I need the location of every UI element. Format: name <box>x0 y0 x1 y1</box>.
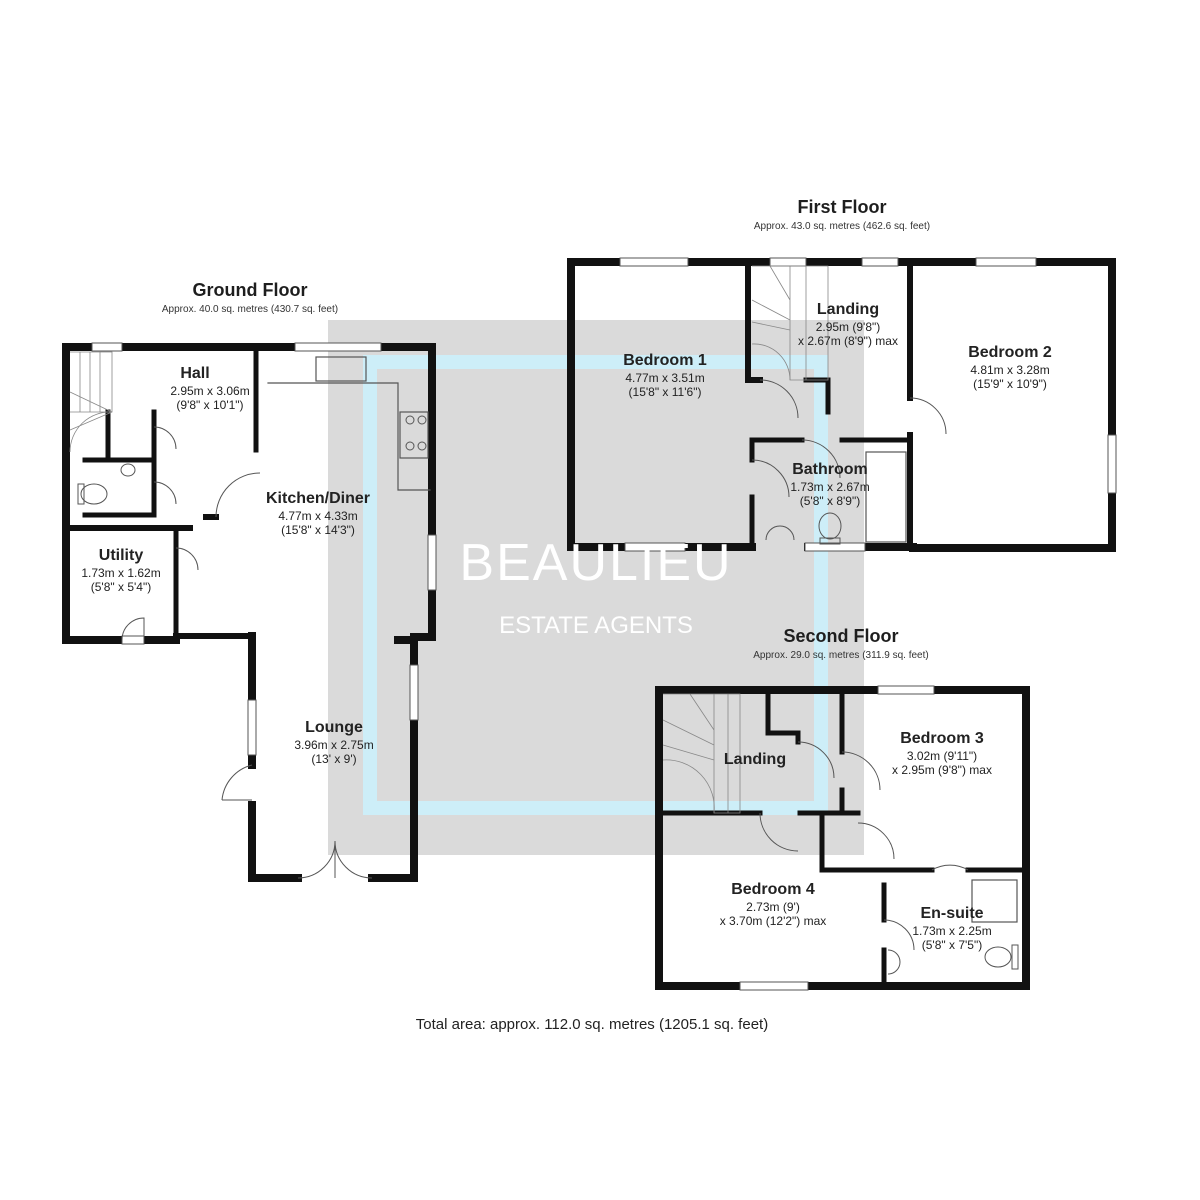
second-floor-title: Second Floor <box>783 626 899 646</box>
room-name: En-suite <box>920 905 984 922</box>
room-name: Bedroom 4 <box>731 881 815 898</box>
room-dimensions-metric: 1.73m x 2.67m <box>790 480 870 494</box>
room-dimensions-metric: 2.73m (9') <box>746 900 800 914</box>
room-name: Landing <box>723 751 787 768</box>
room-dimensions-imperial: (13' x 9') <box>311 752 357 766</box>
room-dimensions-imperial: (9'8" x 10'1") <box>176 398 244 412</box>
room-dimensions-imperial: x 2.95m (9'8") max <box>892 763 992 777</box>
windows <box>91 257 1117 991</box>
watermark-frame <box>363 355 828 815</box>
room-dimensions-metric: 1.73m x 1.62m <box>81 566 161 580</box>
room-lounge: Lounge 3.96m x 2.75m (13' x 9') <box>256 718 412 766</box>
room-bedroom-2: Bedroom 2 4.81m x 3.28m (15'9" x 10'9") <box>930 343 1090 391</box>
staircases <box>69 265 829 814</box>
room-dimensions-imperial: (5'8" x 8'9") <box>799 494 861 508</box>
first-floor-title: First Floor <box>797 197 887 217</box>
room-name: Lounge <box>305 719 363 736</box>
room-dimensions-imperial: (5'8" x 7'5") <box>921 938 983 952</box>
room-bedroom-4: Bedroom 4 2.73m (9') x 3.70m (12'2") max <box>688 880 858 928</box>
room-dimensions-metric: 2.95m x 3.06m <box>170 384 250 398</box>
room-dimensions-metric: 3.02m (9'11") <box>906 749 978 763</box>
room-name: Landing <box>816 301 880 318</box>
room-bedroom-1: Bedroom 1 4.77m x 3.51m (15'8" x 11'6") <box>580 351 750 399</box>
room-kitchen-diner: Kitchen/Diner 4.77m x 4.33m (15'8" x 14'… <box>238 489 398 537</box>
first-floor-area: Approx. 43.0 sq. metres (462.6 sq. feet) <box>753 221 931 232</box>
room-dimensions-imperial: (5'8" x 5'4") <box>90 580 152 594</box>
watermark-brand: BEAULIEU <box>459 534 733 592</box>
room-dimensions-imperial: (15'8" x 11'6") <box>628 385 702 399</box>
room-utility: Utility 1.73m x 1.62m (5'8" x 5'4") <box>66 546 176 594</box>
room-bedroom-3: Bedroom 3 3.02m (9'11") x 2.95m (9'8") m… <box>862 729 1022 777</box>
ground-floor-title: Ground Floor <box>192 280 308 300</box>
room-name: Bedroom 1 <box>623 352 707 369</box>
room-landing-first: Landing 2.95m (9'8") x 2.67m (8'9") max <box>768 300 928 348</box>
room-dimensions-metric: 2.95m (9'8") <box>815 320 881 334</box>
ground-floor-area: Approx. 40.0 sq. metres (430.7 sq. feet) <box>161 304 339 315</box>
room-bathroom: Bathroom 1.73m x 2.67m (5'8" x 8'9") <box>760 460 900 508</box>
total-area: Total area: approx. 112.0 sq. metres (12… <box>415 1016 769 1033</box>
second-floor-area: Approx. 29.0 sq. metres (311.9 sq. feet) <box>753 650 929 661</box>
room-landing-second: Landing <box>700 750 810 770</box>
room-dimensions-imperial: x 3.70m (12'2") max <box>719 914 827 928</box>
room-name: Bedroom 3 <box>900 730 984 747</box>
fittings <box>77 415 1019 975</box>
room-dimensions-imperial: (15'8" x 14'3") <box>281 523 355 537</box>
room-dimensions-metric: 4.77m x 4.33m <box>278 509 358 523</box>
room-dimensions-imperial: x 2.67m (8'9") max <box>798 334 898 348</box>
room-name: Utility <box>98 547 144 564</box>
room-name: Bathroom <box>792 461 868 478</box>
room-dimensions-metric: 3.96m x 2.75m <box>294 738 374 752</box>
room-name: Hall <box>180 365 210 382</box>
room-hall: Hall 2.95m x 3.06m (9'8" x 10'1") <box>130 364 290 412</box>
room-dimensions-metric: 1.73m x 2.25m <box>912 924 992 938</box>
room-name: Kitchen/Diner <box>265 490 370 507</box>
room-dimensions-metric: 4.81m x 3.28m <box>970 363 1050 377</box>
room-dimensions-imperial: (15'9" x 10'9") <box>973 377 1047 391</box>
room-dimensions-metric: 4.77m x 3.51m <box>625 371 705 385</box>
room-en-suite: En-suite 1.73m x 2.25m (5'8" x 7'5") <box>892 904 1012 952</box>
watermark-tagline: ESTATE AGENTS <box>499 612 693 639</box>
room-name: Bedroom 2 <box>968 344 1052 361</box>
doors <box>121 379 969 951</box>
